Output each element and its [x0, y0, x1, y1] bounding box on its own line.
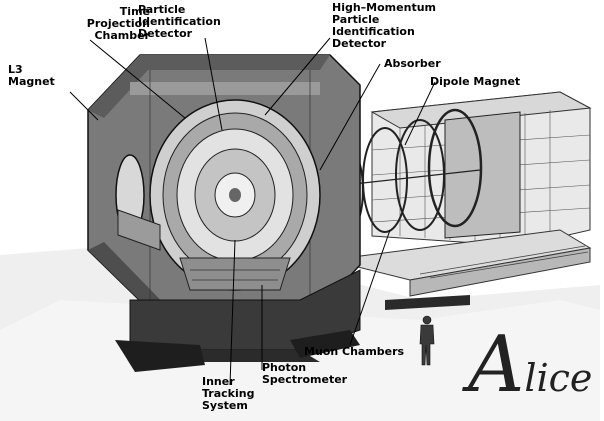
central-barrel — [149, 99, 321, 291]
label-photon-spectrometer: Photon Spectrometer — [262, 361, 348, 386]
logo-rest: lice — [524, 356, 593, 400]
alice-logo: Alice — [468, 326, 592, 404]
label-muon-chambers: Muon Chambers — [304, 345, 405, 358]
label-time-projection-chamber: Time Projection Chamber — [86, 5, 150, 42]
label-l3-magnet: L3 Magnet — [8, 63, 55, 88]
label-high-momentum-pid: High–Momentum Particle Identification De… — [332, 1, 436, 50]
logo-initial: A — [468, 320, 525, 410]
label-inner-tracking-system: Inner Tracking System — [202, 375, 255, 412]
human-figure — [419, 315, 435, 366]
label-particle-identification-detector: Particle Identification Detector — [138, 3, 221, 40]
label-absorber: Absorber — [384, 57, 441, 70]
label-dipole-magnet: Dipole Magnet — [430, 75, 521, 88]
